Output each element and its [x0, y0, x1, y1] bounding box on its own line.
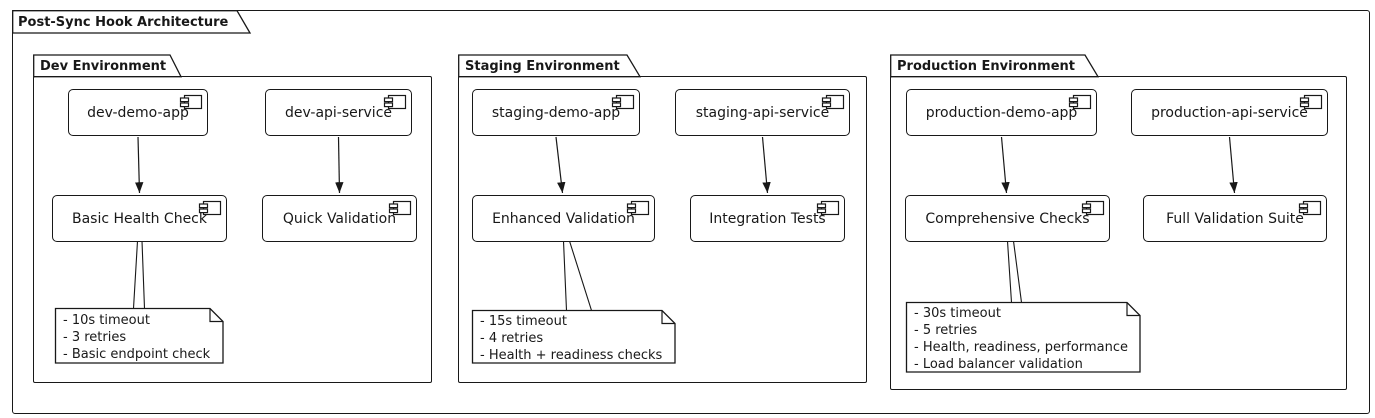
component-label: Enhanced Validation — [492, 210, 635, 227]
component-icon — [388, 200, 412, 216]
component-label: staging-api-service — [695, 104, 830, 121]
note-connector-dev — [132, 240, 146, 310]
note-connector-production — [1006, 240, 1023, 304]
component-icon — [1299, 94, 1323, 110]
component-label: production-demo-app — [925, 104, 1078, 121]
note-production-shape — [905, 301, 1141, 373]
component-label: Full Validation Suite — [1166, 210, 1304, 227]
edge-staging-demo-app-to-enhanced-validation — [555, 136, 566, 194]
component-icon — [1298, 200, 1322, 216]
note-connector-staging — [562, 240, 593, 312]
frame-title: Post-Sync Hook Architecture — [18, 15, 229, 30]
component-production-demo-app: production-demo-app — [906, 89, 1097, 136]
note-line: - Health, readiness, performance — [914, 340, 1128, 355]
component-basic-health-check: Basic Health Check — [52, 195, 227, 242]
component-staging-api-service: staging-api-service — [675, 89, 850, 136]
note-staging: - 15s timeout - 4 retries - Health + rea… — [480, 313, 662, 364]
note-line: - 4 retries — [480, 331, 544, 346]
note-line: - Basic endpoint check — [63, 347, 211, 362]
component-label: Quick Validation — [282, 210, 397, 227]
package-tab-dev — [33, 54, 183, 78]
component-dev-api-service: dev-api-service — [265, 89, 412, 136]
component-icon — [626, 200, 650, 216]
component-label: dev-demo-app — [87, 104, 189, 121]
note-dev: - 10s timeout - 3 retries - Basic endpoi… — [63, 312, 210, 363]
note-line: - 10s timeout — [63, 313, 150, 328]
note-fold-icon — [1126, 302, 1140, 317]
component-label: Integration Tests — [709, 210, 826, 227]
component-staging-demo-app: staging-demo-app — [472, 89, 640, 136]
note-line: - Health + readiness checks — [480, 348, 663, 363]
note-fold-icon — [209, 308, 223, 323]
edge-staging-api-service-to-integration-tests — [761, 136, 771, 194]
note-line: - 5 retries — [914, 323, 978, 338]
component-label: dev-api-service — [284, 104, 393, 121]
note-line: - 3 retries — [63, 330, 127, 345]
note-line: - Load balancer validation — [914, 357, 1083, 372]
package-title-staging: Staging Environment — [465, 59, 620, 74]
package-title-production: Production Environment — [897, 59, 1076, 74]
component-comprehensive-checks: Comprehensive Checks — [905, 195, 1110, 242]
note-production: - 30s timeout - 5 retries - Health, read… — [914, 305, 1128, 373]
component-icon — [1081, 200, 1105, 216]
edge-dev-api-service-to-quick-validation — [335, 136, 344, 194]
component-label: Basic Health Check — [71, 210, 207, 227]
component-icon — [383, 94, 407, 110]
package-title-dev: Dev Environment — [40, 59, 167, 74]
component-icon — [611, 94, 635, 110]
edge-production-api-service-to-full-validation-suite — [1228, 136, 1238, 194]
component-production-api-service: production-api-service — [1131, 89, 1328, 136]
component-label: Comprehensive Checks — [925, 210, 1090, 227]
note-staging-shape — [471, 309, 676, 364]
component-icon — [821, 94, 845, 110]
edge-dev-demo-app-to-basic-health-check — [135, 136, 144, 194]
frame-post-sync-hook-architecture — [12, 10, 1370, 414]
component-icon — [816, 200, 840, 216]
note-dev-shape — [54, 307, 224, 364]
component-label: staging-demo-app — [491, 104, 621, 121]
component-icon — [1068, 94, 1092, 110]
edge-production-demo-app-to-comprehensive-checks — [1000, 136, 1010, 194]
component-icon — [198, 200, 222, 216]
component-full-validation-suite: Full Validation Suite — [1143, 195, 1327, 242]
note-line: - 15s timeout — [480, 314, 567, 329]
component-icon — [179, 94, 203, 110]
component-dev-demo-app: dev-demo-app — [68, 89, 208, 136]
package-tab-production — [890, 54, 1100, 78]
note-fold-icon — [661, 310, 675, 325]
component-quick-validation: Quick Validation — [262, 195, 417, 242]
frame-title-tab — [12, 10, 252, 34]
note-line: - 30s timeout — [914, 306, 1001, 321]
component-enhanced-validation: Enhanced Validation — [472, 195, 655, 242]
component-integration-tests: Integration Tests — [690, 195, 845, 242]
component-label: production-api-service — [1151, 104, 1308, 121]
package-tab-staging — [458, 54, 642, 78]
